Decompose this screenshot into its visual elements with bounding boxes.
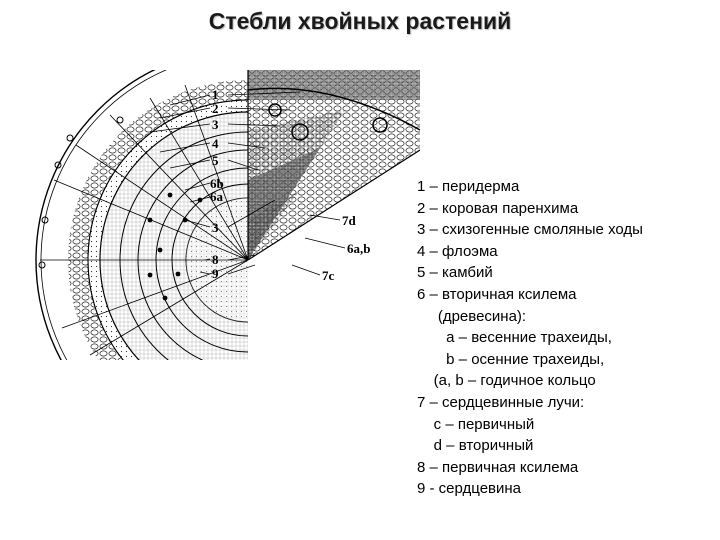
legend-item: 3 – схизогенные смоляные ходы (417, 219, 717, 241)
page-title: Стебли хвойных растений (0, 8, 720, 35)
legend-item: (древесина): (417, 306, 717, 328)
label-8: 8 (212, 252, 219, 267)
label-7d: 7d (342, 213, 357, 228)
label-3: 3 (212, 117, 219, 132)
legend-item: 6 – вторичная ксилема (417, 284, 717, 306)
legend-item: 7 – сердцевинные лучи: (417, 392, 717, 414)
label-4: 4 (212, 136, 219, 151)
label-2: 2 (212, 101, 219, 116)
micrograph-half (248, 70, 420, 260)
label-9: 9 (212, 266, 219, 281)
legend-item: 1 – перидерма (417, 176, 717, 198)
label-6a: 6a (210, 189, 224, 204)
legend-item: b – осенние трахеиды, (417, 349, 717, 371)
legend: 1 – перидерма 2 – коровая паренхима 3 – … (417, 176, 717, 500)
label-7c: 7c (322, 268, 335, 283)
label-5: 5 (212, 153, 219, 168)
legend-item: 4 – флоэма (417, 241, 717, 263)
legend-item: с – первичный (417, 414, 717, 436)
label-1: 1 (212, 87, 219, 102)
legend-item: 2 – коровая паренхима (417, 198, 717, 220)
label-3-lower: 3 (212, 220, 219, 235)
legend-item: 9 - сердцевина (417, 478, 717, 500)
legend-item: 8 – первичная ксилема (417, 457, 717, 479)
legend-item: d – вторичный (417, 435, 717, 457)
legend-item: 5 – камбий (417, 262, 717, 284)
legend-item: (a, b – годичное кольцо (417, 370, 717, 392)
legend-item: а – весенние трахеиды, (417, 327, 717, 349)
stem-cross-section-diagram: 1 2 3 4 5 6b 6a 3 8 9 7d 6a,b 7c (0, 70, 420, 360)
label-6ab: 6a,b (347, 241, 370, 256)
